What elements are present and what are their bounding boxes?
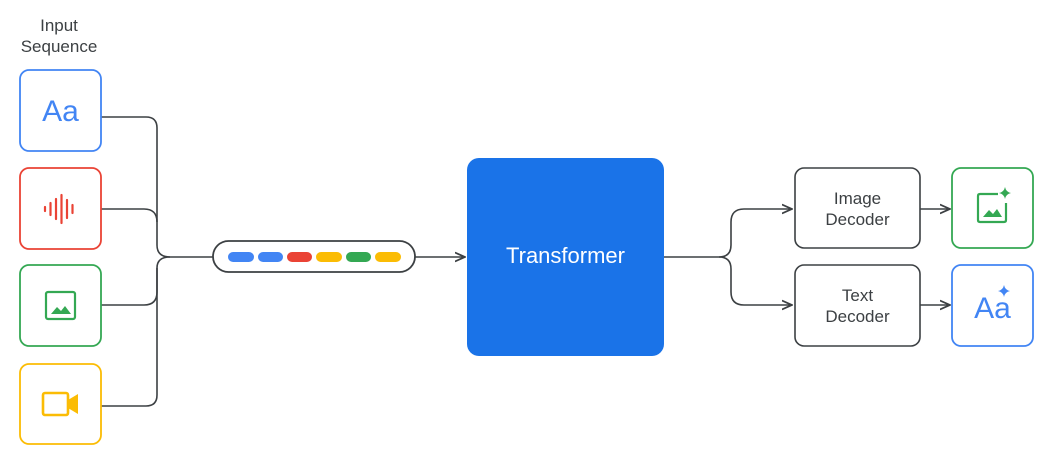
input-sequence-title-line2: Sequence xyxy=(21,37,98,56)
input-connectors xyxy=(101,116,213,407)
generated-image-icon xyxy=(976,187,1011,224)
transformer-block: Transformer xyxy=(467,158,664,356)
token-red xyxy=(287,252,312,262)
text-decoder-label-line1: Text xyxy=(842,286,873,305)
input-image-card xyxy=(19,264,102,347)
input-audio-card xyxy=(19,167,102,250)
token-yellow-2 xyxy=(375,252,401,262)
image-decoder-label-line1: Image xyxy=(834,189,881,208)
input-text-card: Aa xyxy=(19,69,102,152)
image-icon xyxy=(44,290,77,321)
token-yellow-1 xyxy=(316,252,342,262)
token-green xyxy=(346,252,371,262)
token-blue-1 xyxy=(228,252,254,262)
transformer-label: Transformer xyxy=(506,243,625,268)
input-video-card xyxy=(19,363,102,445)
audio-waveform-icon xyxy=(43,193,74,225)
generated-text-aa: Aa xyxy=(974,292,1011,325)
decoder-connectors xyxy=(664,209,792,305)
token-sequence xyxy=(212,240,416,273)
output-text-card: Aa xyxy=(951,264,1034,347)
token-blue-2 xyxy=(258,252,283,262)
image-decoder-label-line2: Decoder xyxy=(825,210,890,229)
output-image-card xyxy=(951,167,1034,249)
input-sequence-title-line1: Input xyxy=(40,16,78,35)
video-camera-icon xyxy=(41,391,78,417)
text-decoder-label-line2: Decoder xyxy=(825,307,890,326)
generated-text-icon: Aa xyxy=(974,285,1011,325)
text-aa-icon: Aa xyxy=(42,95,79,128)
image-decoder-box: Image Decoder xyxy=(794,167,921,249)
text-decoder-box: Text Decoder xyxy=(794,264,921,347)
